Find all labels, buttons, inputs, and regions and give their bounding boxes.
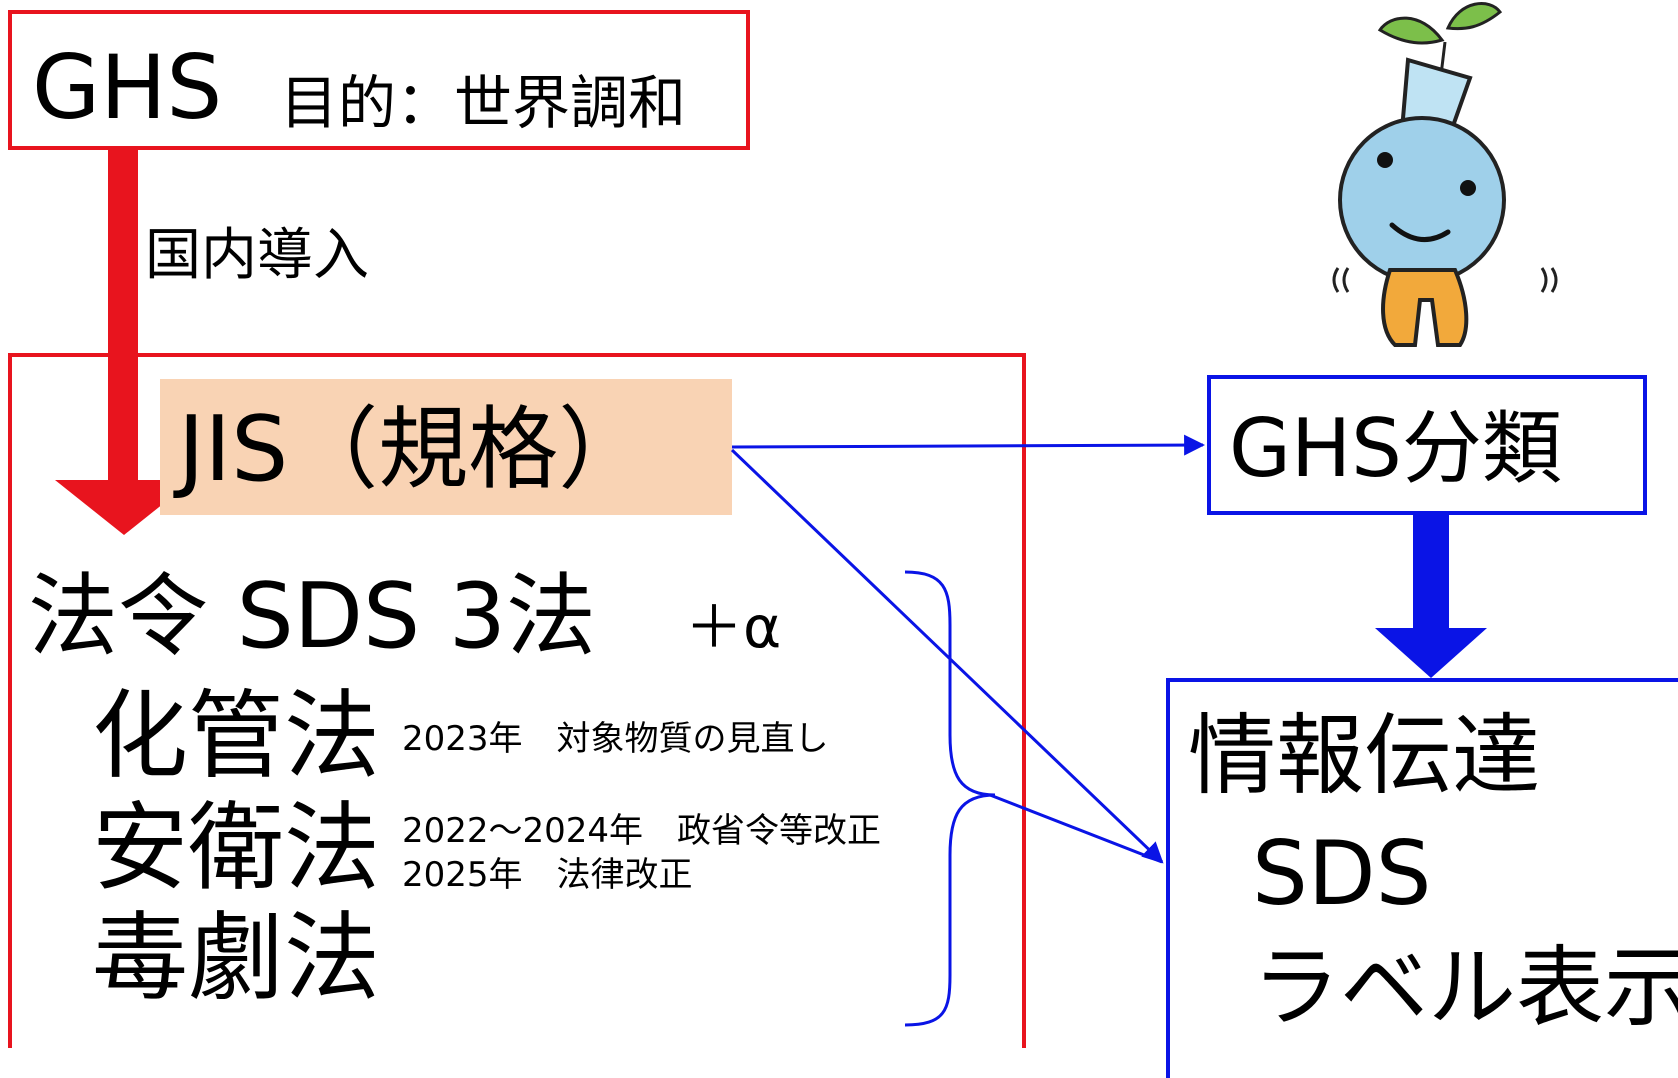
plus-alpha: ＋α xyxy=(685,593,782,661)
ghs-label: GHS xyxy=(32,36,223,139)
info-line: ラベル表示 xyxy=(1252,936,1678,1039)
law-item-note: 2025年 法律改正 xyxy=(402,855,693,895)
ghs-classification-box: GHS分類 xyxy=(1207,375,1647,515)
law-item-name: 化管法 xyxy=(92,680,380,792)
info-line: SDS xyxy=(1252,822,1432,925)
connectors xyxy=(730,434,1487,1027)
ghs-classification-label: GHS分類 xyxy=(1229,402,1562,495)
domestic-label: 国内導入 xyxy=(145,223,369,288)
law-item-note: 2023年 対象物質の見直し xyxy=(402,719,829,759)
ghs-purpose: 目的：世界調和 xyxy=(280,69,687,137)
domestic-arrow-icon xyxy=(55,150,193,535)
jis-label: JIS（規格） xyxy=(178,397,649,502)
info-box: 情報伝達 SDS ラベル表示 xyxy=(1166,678,1678,1078)
info-title: 情報伝達 xyxy=(1188,704,1541,807)
jis-box: JIS（規格） xyxy=(160,379,732,515)
laws-box xyxy=(8,353,1026,1048)
laws-heading: 法令 SDS 3法 xyxy=(28,564,597,669)
law-item-name: 安衛法 xyxy=(92,792,380,904)
flask-mascot-icon xyxy=(1332,2,1558,347)
law-item-note: 2022～2024年 政省令等改正 xyxy=(402,811,882,851)
ghs-header-box: GHS 目的：世界調和 xyxy=(8,10,750,150)
law-item-name: 毒劇法 xyxy=(92,902,380,1014)
